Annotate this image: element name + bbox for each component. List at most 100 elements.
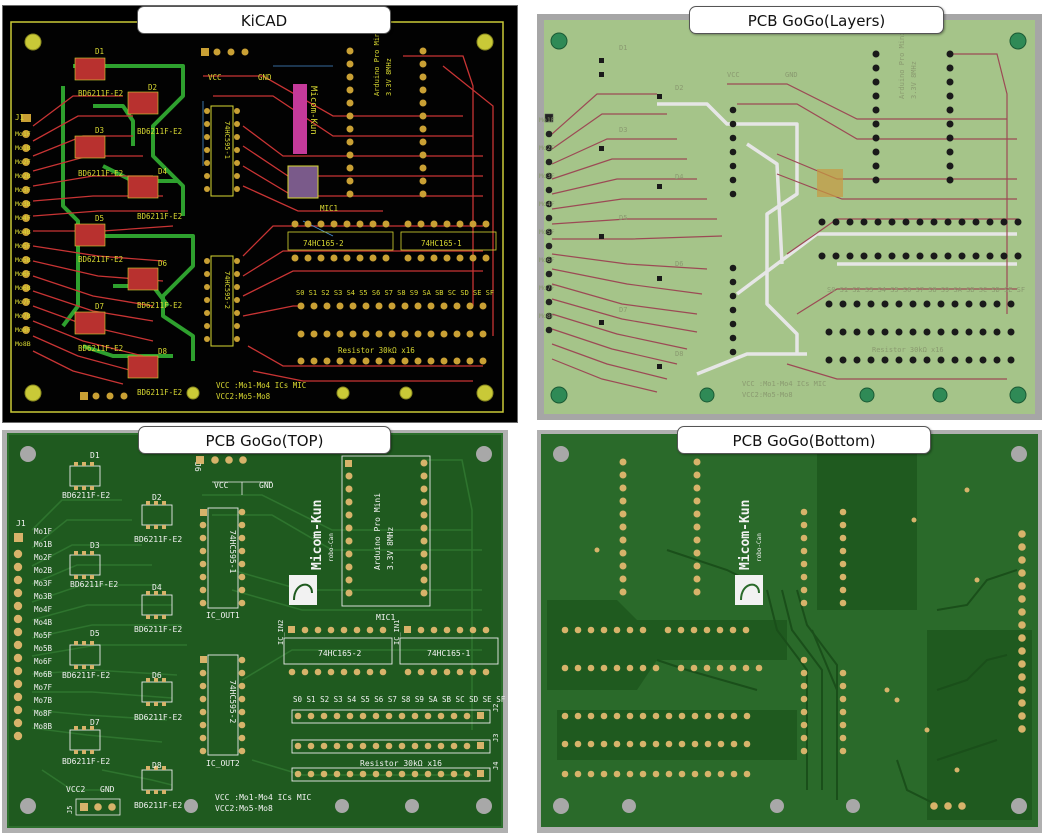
- kicad-label-resistor: Resistor 30kΩ x16: [338, 346, 415, 355]
- top-label-j4: J4: [492, 762, 500, 770]
- caption-kicad: KiCAD: [137, 6, 391, 34]
- top-label-gnd2: GND: [100, 785, 115, 794]
- layers-label-d4: D4: [675, 173, 683, 181]
- top-pin-6: Mo4F: [34, 605, 53, 614]
- layers-label-note2: VCC2:Mo5-Mo8: [742, 391, 793, 399]
- layers-label-d2: D2: [675, 84, 683, 92]
- top-label-j5: J5: [66, 806, 74, 814]
- top-label-resistor: Resistor 30kΩ x16: [360, 759, 442, 768]
- layers-label-switches: S0 S1 S2 S3 S4 S5 S6 S7 S8 S9 SA SB SC S…: [827, 286, 1025, 294]
- kicad-label-bd-2: BD6211F-E2: [137, 127, 182, 136]
- top-label-bd-6: BD6211F-E2: [134, 713, 182, 722]
- kicad-pin-4: Mo3F: [15, 186, 31, 194]
- kicad-label-d4: D4: [158, 167, 168, 176]
- top-label-d6: D6: [152, 671, 162, 680]
- top-label-bd-1: BD6211F-E2: [62, 491, 110, 500]
- layers-label-vcc: VCC: [727, 71, 740, 79]
- top-label-d1: D1: [90, 451, 100, 460]
- kicad-pin-1: Mo1B: [15, 144, 31, 152]
- kicad-board-drawing: D1 D2 D3 D4 D5 D6 D7 D8 BD6211F-E2 BD621…: [10, 21, 504, 413]
- kicad-label-d3: D3: [95, 126, 104, 135]
- kicad-label-arduino-2: 3.3V 8MHz: [385, 58, 393, 96]
- top-pin-13: Mo7B: [34, 696, 53, 705]
- top-pin-10: Mo6F: [34, 657, 53, 666]
- top-pin-15: Mo8B: [34, 722, 53, 731]
- top-label-j6: J6: [193, 462, 202, 472]
- bottom-logo-sub: robo-Can: [756, 533, 763, 562]
- top-label-ic-in2: IC_IN2: [277, 620, 285, 645]
- layers-label-arduino-2: 3.3V 8MHz: [910, 61, 918, 99]
- top-label-arduino-2: 3.3V 8MHz: [386, 526, 395, 570]
- top-board-drawing: D1 D2 D3 D4 D5 D6 D7 D8 BD6211F-E2 BD621…: [7, 433, 506, 828]
- kicad-label-165-1: 74HC165-1: [421, 239, 462, 248]
- kicad-label-595-1: 74HC595-1: [223, 121, 231, 159]
- top-label-vcc: VCC: [214, 481, 229, 490]
- top-pin-9: Mo5B: [34, 644, 53, 653]
- layers-label-d6: D6: [675, 260, 683, 268]
- top-label-d4: D4: [152, 583, 162, 592]
- top-label-bd-8: BD6211F-E2: [134, 801, 182, 810]
- bottom-view: Micom-Kun robo-Can: [537, 430, 1042, 833]
- layers-pin-6: Mo4F: [539, 200, 555, 208]
- kicad-pin-5: Mo3B: [15, 200, 31, 208]
- top-pin-2: Mo2F: [34, 553, 53, 562]
- top-label-arduino: Arduino Pro Mini: [373, 493, 382, 570]
- top-label-d2: D2: [152, 493, 162, 502]
- kicad-label-d8: D8: [158, 347, 168, 356]
- caption-layers: PCB GoGo(Layers): [689, 6, 944, 34]
- top-label-bd-2: BD6211F-E2: [134, 535, 182, 544]
- top-label-bd-3: BD6211F-E2: [70, 580, 118, 589]
- top-pin-12: Mo7F: [34, 683, 53, 692]
- top-label-d5: D5: [90, 629, 100, 638]
- layers-pin-12: Mo7F: [539, 284, 555, 292]
- kicad-pin-14: Mo8F: [15, 326, 31, 334]
- kicad-label-gnd: GND: [258, 73, 272, 82]
- kicad-label-j1: J1: [15, 113, 24, 122]
- layers-board-drawing: D1 D2 D3 D4 D5 D6 D7 D8 S0 S1 S2 S3 S4 S…: [539, 20, 1035, 414]
- layers-label-d7: D7: [619, 306, 627, 314]
- kicad-logo-text: Micom-Kun: [308, 86, 318, 135]
- layers-label-d8: D8: [675, 350, 683, 358]
- kicad-pin-8: Mo5F: [15, 242, 31, 250]
- top-logo-sub: robo-Can: [328, 533, 335, 562]
- top-view: D1 D2 D3 D4 D5 D6 D7 D8 BD6211F-E2 BD621…: [2, 430, 508, 833]
- top-label-note1: VCC :Mo1-Mo4 ICs MIC: [215, 793, 312, 802]
- top-label-ic-in1: IC_IN1: [393, 620, 401, 645]
- kicad-pin-12: Mo7F: [15, 298, 31, 306]
- top-label-bd-7: BD6211F-E2: [62, 757, 110, 766]
- caption-top: PCB GoGo(TOP): [138, 426, 391, 454]
- kicad-label-note1: VCC :Mo1-Mo4 ICs MIC: [216, 381, 306, 390]
- top-label-j3: J3: [492, 734, 500, 742]
- caption-bottom: PCB GoGo(Bottom): [677, 426, 931, 454]
- top-pin-8: Mo5F: [34, 631, 53, 640]
- kicad-label-d7: D7: [95, 302, 104, 311]
- kicad-label-595-2: 74HC595-2: [223, 271, 231, 309]
- top-pin-11: Mo6B: [34, 670, 53, 679]
- top-pin-1: Mo1B: [34, 540, 53, 549]
- top-pin-0: Mo1F: [34, 527, 53, 536]
- top-pin-5: Mo3B: [34, 592, 53, 601]
- top-label-gnd: GND: [259, 481, 274, 490]
- kicad-label-arduino: Arduino Pro Mini: [373, 29, 381, 96]
- kicad-label-mic: MIC1: [320, 204, 338, 213]
- layers-view: D1 D2 D3 D4 D5 D6 D7 D8 S0 S1 S2 S3 S4 S…: [537, 14, 1042, 420]
- kicad-label-bd-1: BD6211F-E2: [78, 89, 123, 98]
- layers-label-d5: D5: [619, 214, 627, 222]
- kicad-label-d2: D2: [148, 83, 157, 92]
- top-label-note2: VCC2:Mo5-Mo8: [215, 804, 273, 813]
- kicad-label-bd-8: BD6211F-E2: [137, 388, 182, 397]
- layers-label-d3: D3: [619, 126, 627, 134]
- layers-pin-14: Mo8F: [539, 312, 555, 320]
- kicad-pin-9: Mo5B: [15, 256, 31, 264]
- kicad-label-d6: D6: [158, 259, 168, 268]
- kicad-pin-0: Mo1F: [15, 130, 31, 138]
- kicad-pin-11: Mo6B: [15, 284, 31, 292]
- kicad-pin-10: Mo6F: [15, 270, 31, 278]
- bottom-logo-text: Micom-Kun: [738, 500, 753, 570]
- top-label-j2: J2: [492, 704, 500, 712]
- kicad-label-bd-4: BD6211F-E2: [137, 212, 182, 221]
- top-pin-3: Mo2B: [34, 566, 53, 575]
- top-label-j1: J1: [16, 519, 26, 528]
- kicad-pin-6: Mo4F: [15, 214, 31, 222]
- kicad-label-vcc: VCC: [208, 73, 222, 82]
